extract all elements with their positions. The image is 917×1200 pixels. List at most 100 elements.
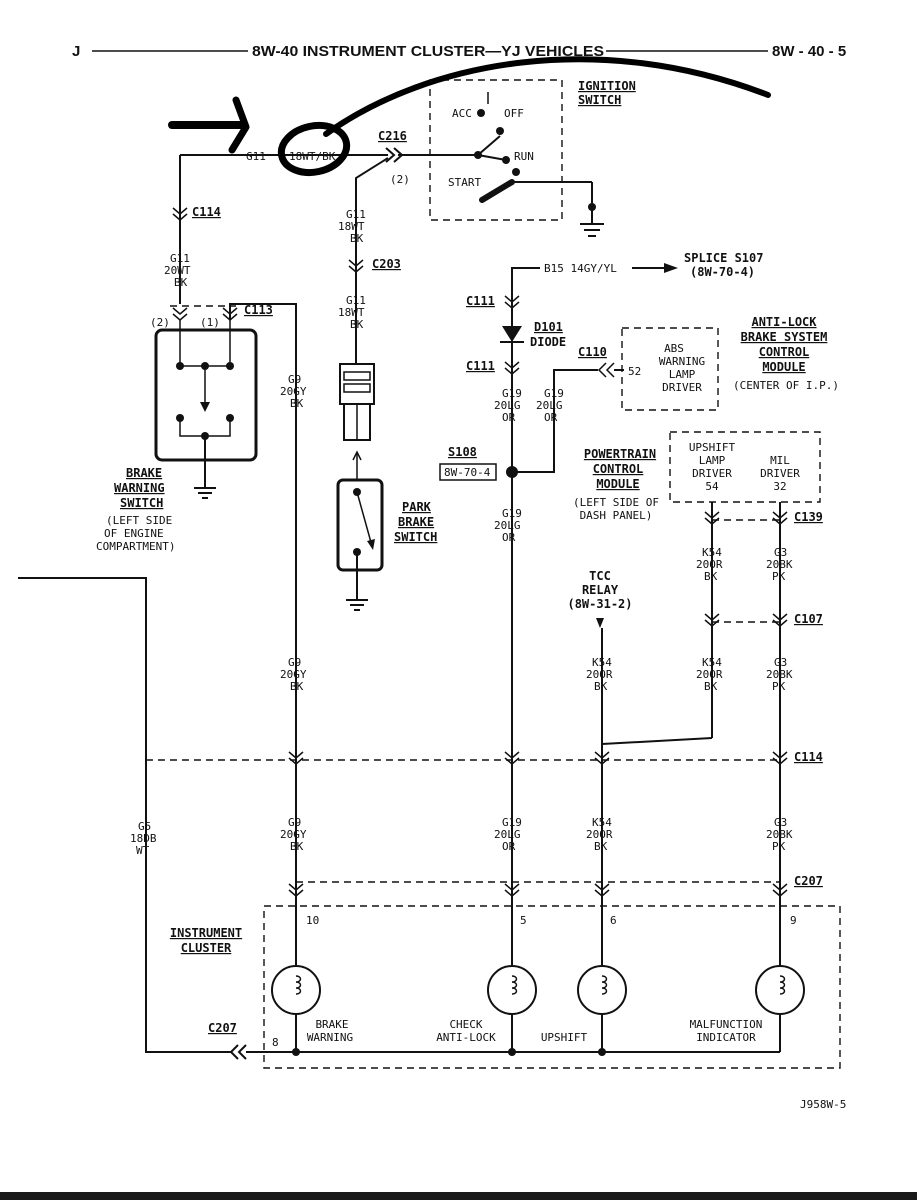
cluster-pin-8: 8 — [272, 1036, 279, 1049]
c207-right-label: C207 — [794, 874, 823, 888]
g19-a-3: OR — [502, 411, 516, 424]
k54-a-1: K54 — [702, 546, 722, 559]
g3-c-3: PK — [772, 840, 786, 853]
lamp-brake-1: BRAKE — [315, 1018, 348, 1031]
g11-c-1: G11 — [170, 252, 190, 265]
k54-d-2: 20OR — [586, 828, 613, 841]
abs-pin-52: 52 — [628, 365, 641, 378]
g19-c-1: G19 — [502, 507, 522, 520]
c216-connector-icon — [385, 147, 404, 163]
g19-b-3: OR — [544, 411, 558, 424]
k54-g3-circuit: C139 K54 20OR BK G3 20BK PK C107 K54 20O… — [567, 502, 823, 1052]
annotation-arrow — [168, 96, 250, 154]
cluster-pin-10: 10 — [306, 914, 319, 927]
pcm-module: POWERTRAIN CONTROL MODULE (LEFT SIDE OF … — [573, 431, 821, 522]
cluster-ground-node-antilock — [508, 1048, 516, 1056]
tcc-ref: (8W-31-2) — [567, 597, 632, 611]
brake-switch-ground-icon — [194, 487, 216, 499]
g11-a-1: G11 — [346, 208, 366, 221]
k54-a-3: BK — [704, 570, 718, 583]
c111-b-label: C111 — [466, 359, 495, 373]
g9-a-2: 20GY — [280, 385, 307, 398]
g19-a-1: G19 — [502, 387, 522, 400]
g19-b-2: 20LG — [536, 399, 563, 412]
brake-switch-loc-3: COMPARTMENT) — [96, 540, 175, 553]
abs-title-3: CONTROL — [759, 345, 810, 359]
abs-driver-2: WARNING — [659, 355, 705, 368]
diode-title-2: DIODE — [530, 335, 566, 349]
abs-module: ABS WARNING LAMP DRIVER ANTI-LOCK BRAKE … — [621, 315, 839, 411]
header-section-letter: J — [72, 43, 80, 60]
upshift-driver-2: LAMP — [699, 454, 726, 467]
figure-id: J958W-5 — [800, 1098, 846, 1111]
g5-wire — [18, 577, 232, 1053]
brake-switch-node-1 — [176, 362, 184, 370]
g9-b-1: G9 — [288, 656, 301, 669]
s108-splice — [506, 466, 518, 478]
c114-mid-label: C114 — [794, 750, 823, 764]
c216-pin: (2) — [390, 173, 410, 186]
c203-connector-icon — [348, 259, 364, 273]
c207-left-connector-icon — [229, 1044, 247, 1060]
k54-c-1: K54 — [592, 656, 612, 669]
k54-c-3: BK — [594, 680, 608, 693]
upshift-driver-pin: 54 — [705, 480, 719, 493]
g9-a-1: G9 — [288, 373, 301, 386]
b15-wire-left — [511, 267, 540, 300]
malfunction-lamp-icon — [755, 965, 805, 1015]
tcc-arrow-icon — [596, 618, 604, 628]
instrument-cluster: INSTRUMENT CLUSTER 10 5 6 9 8 BRAKE WARN… — [170, 905, 841, 1069]
ignition-switch-box — [429, 79, 563, 221]
lamp-mil-2: INDICATOR — [696, 1031, 756, 1044]
c114-top-connector-icon — [172, 207, 188, 221]
c114-mid-connector: C114 — [146, 750, 823, 765]
diode-icon — [502, 326, 522, 342]
abs-driver-4: DRIVER — [662, 381, 702, 394]
g5-3: WT — [136, 844, 150, 857]
upshift-driver-3: DRIVER — [692, 467, 732, 480]
abs-driver-3: LAMP — [669, 368, 696, 381]
park-brake-ground-icon — [346, 599, 368, 611]
c113-connector-left-icon — [172, 307, 188, 321]
g19-abs-wire — [512, 369, 598, 473]
lamp-upshift: UPSHIFT — [541, 1031, 588, 1044]
annotation-curve — [323, 56, 771, 137]
ignition-start-contact — [512, 168, 520, 176]
page-bottom-edge — [0, 1192, 917, 1200]
g9-wire-top — [229, 303, 297, 370]
c114-top-label: C114 — [192, 205, 221, 219]
g11-c-2: 20WT — [164, 264, 191, 277]
g5-circuit: G5 18DB WT C207 — [18, 577, 296, 1060]
c111-a-label: C111 — [466, 294, 495, 308]
cluster-pin-9: 9 — [790, 914, 797, 927]
c207-g19-icon — [504, 883, 520, 897]
g11-b-3: BK — [350, 318, 364, 331]
abs-title-2: BRAKE SYSTEM — [741, 330, 828, 344]
c113-pin1: (1) — [200, 316, 220, 329]
upshift-lamp-icon — [577, 965, 627, 1015]
park-brake-title-2: BRAKE — [398, 515, 434, 529]
lamp-antilock-2: ANTI-LOCK — [436, 1031, 496, 1044]
cluster-pin-6: 6 — [610, 914, 617, 927]
pcm-loc-1: (LEFT SIDE OF — [573, 496, 659, 509]
g11-park-wire — [355, 157, 389, 364]
cluster-ground-node-upshift — [598, 1048, 606, 1056]
c110-label: C110 — [578, 345, 607, 359]
ignition-acc-contact — [477, 109, 485, 117]
pcm-title-2: CONTROL — [593, 462, 644, 476]
ignition-off-label: OFF — [504, 107, 524, 120]
c114-k54-icon — [594, 751, 610, 765]
g9-circuit: G9 20GY BK G9 20GY BK G9 20GY BK — [280, 370, 307, 1052]
g11-top-label: G11 — [246, 150, 266, 163]
park-brake-wiper — [356, 491, 373, 547]
ignition-run-label: RUN — [514, 150, 534, 163]
diode-title-1: D101 — [534, 320, 563, 334]
g19-d-3: OR — [502, 840, 516, 853]
g9-c-2: 20GY — [280, 828, 307, 841]
abs-location: (CENTER OF I.P.) — [733, 379, 839, 392]
g11-b-1: G11 — [346, 294, 366, 307]
tcc-title-1: TCC — [589, 569, 611, 583]
brake-warning-lamp-icon — [271, 965, 321, 1015]
c207-left-label: C207 — [208, 1021, 237, 1035]
